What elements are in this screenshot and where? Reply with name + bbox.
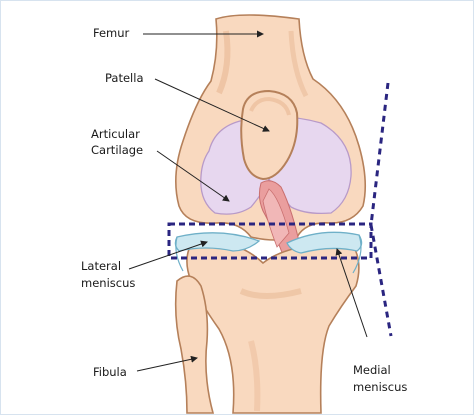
tibia-bone [186,242,360,414]
label-cartilage: Cartilage [91,143,144,157]
label-fibula: Fibula [93,365,127,379]
patella-leader [154,78,270,132]
label-medial-meniscus: meniscus [353,380,408,394]
fibula-leader [136,355,198,372]
patella-bone [240,89,299,181]
label-femur: Femur [93,26,130,40]
joint-line-highlight [167,222,373,260]
label-lateral: Lateral [81,259,122,273]
medial-meniscus-leader [335,248,368,338]
label-lateral-meniscus: meniscus [81,276,136,290]
label-patella: Patella [105,71,144,85]
label-articular: Articular [91,127,140,141]
lateral-meniscus-leader [128,240,208,270]
label-medial: Medial [353,363,391,377]
fibula-bone [174,275,215,414]
medial-meniscus [286,231,363,254]
lateral-meniscus [174,232,261,252]
cartilage-leader [156,150,230,202]
alignment-line [369,82,393,337]
